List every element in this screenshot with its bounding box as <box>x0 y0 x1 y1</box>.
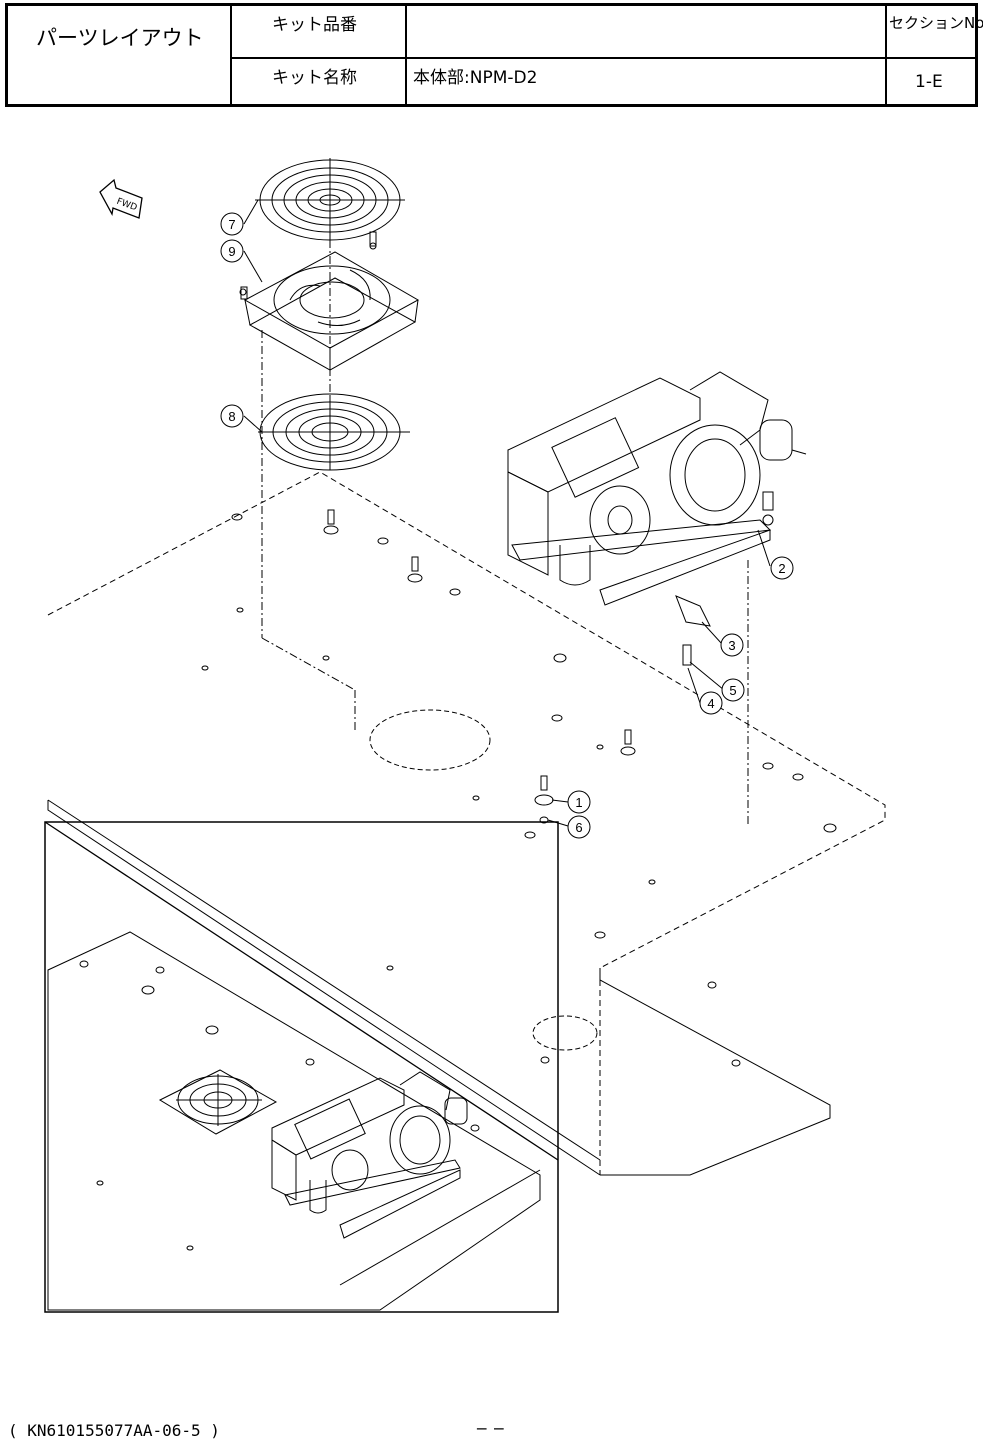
page-marker: ‒ ‒ <box>476 1418 505 1439</box>
svg-text:3: 3 <box>728 638 735 653</box>
plate-holes <box>202 514 836 1066</box>
callout-9: 9 <box>221 240 243 262</box>
fasteners <box>241 232 710 823</box>
pump-motor-assembly <box>508 372 806 605</box>
callout-leaders <box>244 200 770 826</box>
callout-5: 5 <box>722 679 744 701</box>
layout-title: パーツレイアウト <box>36 22 204 52</box>
assembled-view-inset <box>45 822 558 1312</box>
callout-3: 3 <box>721 634 743 656</box>
divider <box>405 6 407 104</box>
assembly-lines <box>262 240 748 825</box>
svg-text:2: 2 <box>778 561 785 576</box>
callout-2: 2 <box>771 557 793 579</box>
svg-text:1: 1 <box>575 795 582 810</box>
fan-guard-top <box>255 158 405 242</box>
base-plate <box>48 472 885 1175</box>
parts-layout-drawing: FWD <box>0 120 983 1410</box>
svg-text:9: 9 <box>228 244 235 259</box>
svg-text:7: 7 <box>228 217 235 232</box>
cooling-fan <box>240 243 418 370</box>
divider <box>230 57 975 59</box>
direction-arrow-label: FWD <box>115 197 138 214</box>
document-code: ( KN610155077AA-06-5 ) <box>8 1421 220 1440</box>
divider <box>885 6 887 104</box>
divider <box>230 6 232 104</box>
callout-1: 1 <box>568 791 590 813</box>
section-value: 1-E <box>915 72 943 92</box>
section-label: セクションNo. <box>889 12 983 33</box>
callout-6: 6 <box>568 816 590 838</box>
svg-text:8: 8 <box>228 409 235 424</box>
kit-name-value: 本体部:NPM-D2 <box>413 63 537 88</box>
callout-7: 7 <box>221 213 243 235</box>
svg-text:4: 4 <box>707 696 714 711</box>
title-block: パーツレイアウト キット品番 キット名称 本体部:NPM-D2 セクションNo.… <box>5 3 978 107</box>
kit-name-label: キット名称 <box>272 63 357 88</box>
callout-4: 4 <box>700 692 722 714</box>
svg-text:6: 6 <box>575 820 582 835</box>
kit-number-label: キット品番 <box>272 10 357 35</box>
fan-guard-bottom <box>258 394 410 470</box>
direction-arrow-icon: FWD <box>100 180 142 218</box>
svg-text:5: 5 <box>729 683 736 698</box>
callout-8: 8 <box>221 405 243 427</box>
